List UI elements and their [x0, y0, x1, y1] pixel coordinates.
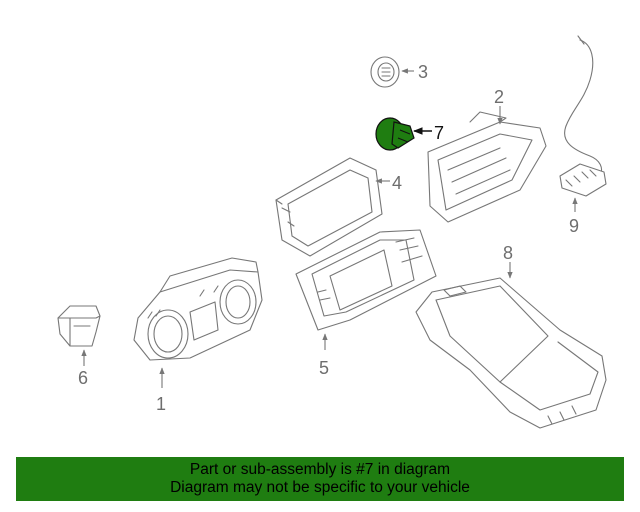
- part-5-control-panel: [295, 229, 437, 350]
- part-4-display: [275, 157, 390, 257]
- callout-3: 3: [418, 62, 428, 82]
- part-6-switch: [57, 305, 101, 366]
- part-2-center-bezel: [427, 106, 547, 223]
- part-3-switch: [370, 56, 414, 88]
- part-8-console-tray: [415, 262, 607, 429]
- part-1-instrument-cluster: [133, 257, 263, 388]
- banner-line-2: Diagram may not be specific to your vehi…: [170, 479, 470, 496]
- callout-1: 1: [156, 394, 166, 414]
- info-banner: Part or sub-assembly is #7 in diagram Di…: [16, 457, 624, 501]
- callout-8: 8: [503, 243, 513, 263]
- callout-2: 2: [494, 87, 504, 107]
- callout-6: 6: [78, 368, 88, 388]
- part-7-highlighted-switch: [375, 117, 432, 151]
- callout-9: 9: [569, 216, 579, 236]
- part-9-cable-connector: [559, 35, 607, 212]
- banner-line-1: Part or sub-assembly is #7 in diagram: [189, 461, 451, 478]
- callout-7: 7: [434, 123, 444, 143]
- callout-4: 4: [392, 173, 402, 193]
- callout-5: 5: [319, 358, 329, 378]
